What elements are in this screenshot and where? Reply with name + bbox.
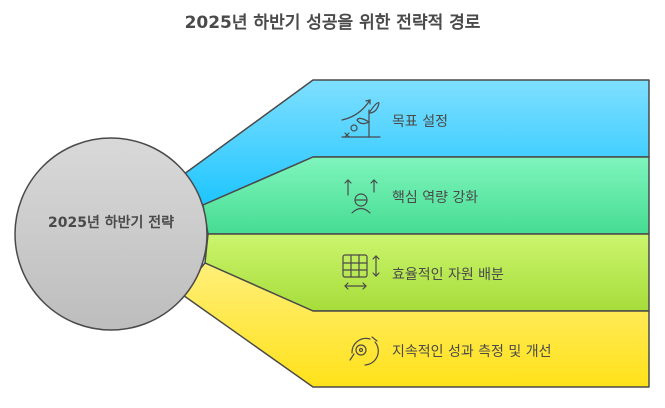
- center-label: 2025년 하반기 전략: [48, 215, 174, 231]
- item-label-goal-setting: 목표 설정: [392, 114, 448, 130]
- diagram-title: 2025년 하반기 성공을 위한 전략적 경로: [184, 13, 481, 33]
- item-label-resource-allocation: 효율적인 자원 배분: [392, 267, 504, 283]
- item-label-core-competency: 핵심 역량 강화: [392, 190, 479, 206]
- center-circle: [14, 137, 208, 331]
- grid-resize-icon: [342, 254, 380, 290]
- gear-cycle-icon: [349, 336, 379, 366]
- plant-growth-icon: [341, 99, 381, 138]
- person-arrows-icon: [344, 179, 378, 214]
- item-label-performance-improvement: 지속적인 성과 측정 및 개선: [392, 344, 552, 360]
